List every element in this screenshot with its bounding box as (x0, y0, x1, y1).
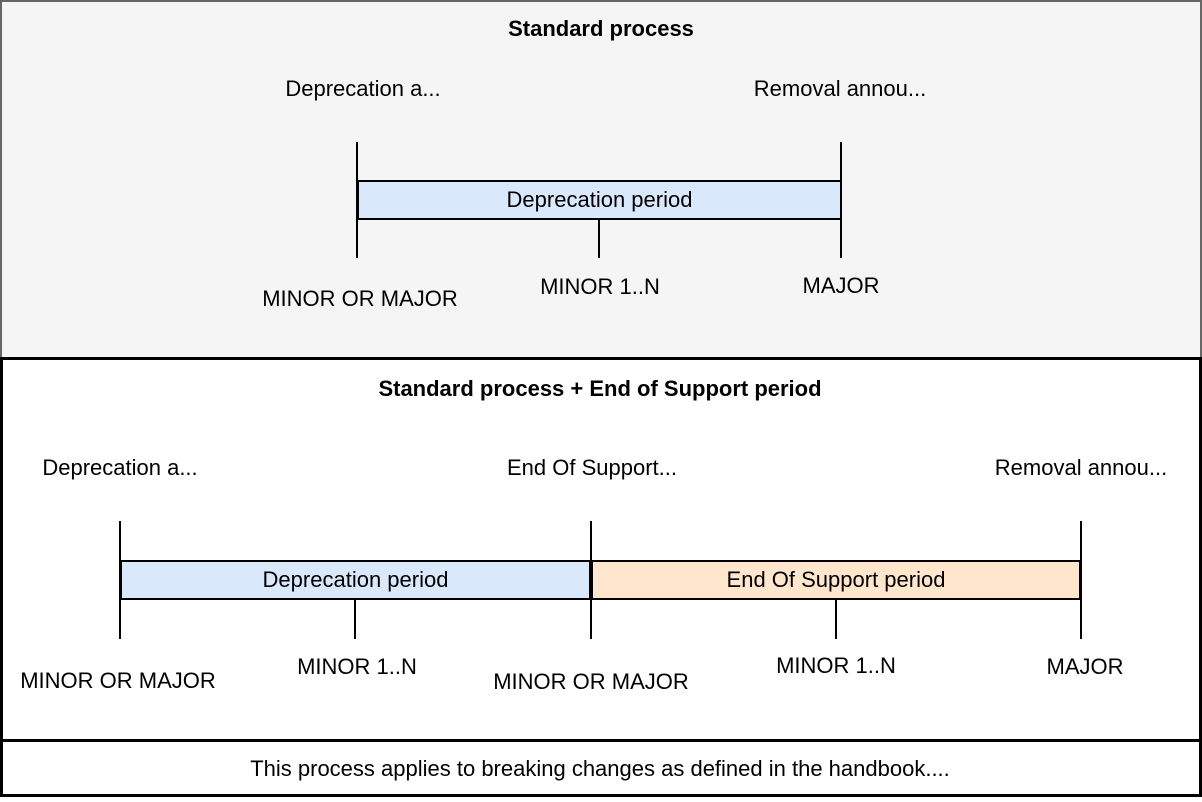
milestone-label-minor-1n: MINOR 1..N (297, 654, 417, 679)
standard-process-eos-panel (0, 357, 1202, 742)
milestone-label-minor-or-major: MINOR OR MAJOR (493, 669, 689, 694)
standard-process-eos-title: Standard process + End of Support period (378, 376, 822, 401)
milestone-label-minor-or-major: MINOR OR MAJOR (262, 286, 458, 311)
deprecation-period-label: Deprecation period (262, 567, 449, 592)
timeline-tick-middle (835, 600, 837, 639)
timeline-tick-end (1080, 521, 1082, 639)
milestone-label-minor-1n: MINOR 1..N (540, 274, 660, 299)
timeline-tick-middle (598, 220, 600, 258)
end-of-support-period-bar: End Of Support period (591, 560, 1081, 600)
event-label-deprecation-announcement: Deprecation a... (285, 76, 441, 101)
footer-note-panel (0, 739, 1202, 797)
milestone-label-minor-1n: MINOR 1..N (776, 653, 896, 678)
event-label-end-of-support: End Of Support... (507, 455, 677, 480)
milestone-label-minor-or-major: MINOR OR MAJOR (20, 668, 216, 693)
standard-process-panel (0, 0, 1202, 359)
milestone-label-major: MAJOR (802, 273, 880, 298)
timeline-tick-middle (354, 600, 356, 639)
footer-note: This process applies to breaking changes… (250, 756, 950, 781)
milestone-label-major: MAJOR (1046, 654, 1124, 679)
event-label-deprecation-announcement: Deprecation a... (42, 455, 198, 480)
deprecation-period-bar: Deprecation period (120, 560, 591, 600)
event-label-removal-announcement: Removal annou... (994, 455, 1168, 480)
event-label-removal-announcement: Removal annou... (753, 76, 927, 101)
deprecation-period-label: Deprecation period (506, 187, 693, 212)
standard-process-title: Standard process (508, 16, 694, 41)
end-of-support-period-label: End Of Support period (726, 567, 946, 592)
deprecation-period-bar: Deprecation period (357, 180, 842, 220)
